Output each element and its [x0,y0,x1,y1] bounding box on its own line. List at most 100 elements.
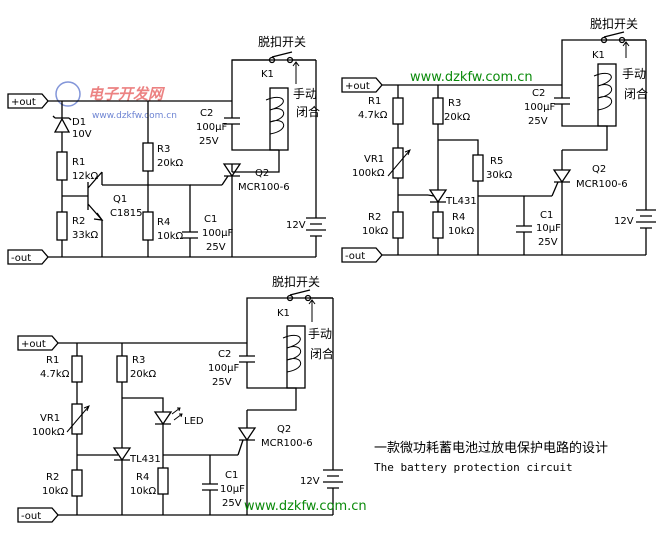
value-q2-c2: MCR100-6 [576,179,628,190]
voltage-c2-c3: 25V [212,377,232,388]
label-d1: D1 [72,117,86,128]
capacitor-c1-c3 [202,455,218,515]
capacitor-c2-c1 [224,101,240,140]
manual-label-2-c1: 闭合 [296,104,320,119]
label-c2-c3: C2 [218,349,231,360]
manual-label-2-c2: 闭合 [624,86,648,101]
regulator-tl431-c2 [428,124,448,212]
voltage-c2-c1: 25V [199,136,219,147]
terminal-plus-out-2 [341,77,383,93]
terminal-plus-out-1 [7,93,49,109]
capacitor-c2-c2 [554,85,570,122]
label-r2-c3: R2 [46,472,59,483]
value-r2-c2: 10kΩ [362,226,389,237]
watermark-logo-url: www.dzkfw.com.cn [92,111,177,121]
label-k1-c2: K1 [592,50,605,61]
label-r4-c2: R4 [452,212,465,223]
watermark-logo-text: 电子开发网 [88,85,166,103]
label-r3-c3: R3 [132,355,145,366]
watermark-logo: 电子开发网 www.dzkfw.com.cn [55,81,177,121]
label-battery-c2: 12V [614,216,634,227]
switch-title-c2: 脱扣开关 [590,16,638,31]
value-r2-c1: 33kΩ [72,230,99,241]
label-minus-out-3: -out [21,511,41,522]
voltage-c1-c2: 25V [538,237,558,248]
resistor-r3-c3 [116,355,128,383]
value-r1-c1: 12kΩ [72,171,99,182]
value-r3-c2: 20kΩ [444,112,471,123]
label-q1: Q1 [113,194,127,205]
resistor-r1-c2 [392,97,404,125]
label-vr1-c2: VR1 [364,154,384,165]
value-r3-c1: 20kΩ [157,158,184,169]
resistor-r4-c3 [157,467,169,495]
resistor-r1-c3 [71,355,83,383]
label-c1-c1: C1 [204,214,217,225]
scr-q2-c3 [237,410,257,515]
value-r4-c3: 10kΩ [130,486,157,497]
label-led-c3: LED [184,416,204,427]
label-minus-out-1: -out [11,253,31,264]
label-r5-c2: R5 [490,156,503,167]
resistor-r4-c1 [142,211,154,241]
value-c1-c2: 10μF [536,223,561,234]
value-r1-c2: 4.7kΩ [358,110,388,121]
label-battery-c1: 12V [286,220,306,231]
label-tl431-c2: TL431 [445,196,477,207]
label-q2-c1: Q2 [255,168,269,179]
potentiometer-vr1-c3 [71,403,83,435]
value-r1-c3: 4.7kΩ [40,369,70,380]
value-c2-c3: 100μF [208,363,239,374]
circuit-3: +out -out [17,274,367,523]
label-vr1-c3: VR1 [40,413,60,424]
label-r3-c1: R3 [157,144,170,155]
resistor-r3-c2 [432,97,444,125]
battery-c1 [306,60,326,257]
terminal-minus-out-2 [341,247,383,263]
value-q2-c3: MCR100-6 [261,438,313,449]
value-q1: C1815 [110,208,142,219]
manual-label-1-c3: 手动 [308,327,332,341]
label-r4-c1: R4 [157,217,170,228]
terminal-minus-out-3 [17,507,59,523]
potentiometer-vr1-c2 [392,147,404,179]
value-r2-c3: 10kΩ [42,486,69,497]
value-c1-c3: 10μF [220,484,245,495]
manual-label-1-c1: 手动 [293,87,317,101]
resistor-r2-c1 [56,211,68,241]
label-battery-c3: 12V [300,476,320,487]
transistor-q1 [62,171,103,257]
switch-title-c3: 脱扣开关 [272,274,320,289]
label-r1-c2: R1 [368,96,381,107]
label-r2-c1: R2 [72,216,85,227]
terminal-minus-out-1 [7,249,49,265]
value-q2-c1: MCR100-6 [238,182,290,193]
watermark-url-2: www.dzkfw.com.cn [244,499,367,514]
scr-q2-c2 [552,150,572,255]
label-r1-c3: R1 [46,355,59,366]
capacitor-c1-c2 [516,196,532,255]
voltage-c1-c1: 25V [206,242,226,253]
label-c2-c2: C2 [532,88,545,99]
caption-chinese: 一款微功耗蓄电池过放电保护电路的设计 [374,440,608,456]
manual-label-1-c2: 手动 [622,67,646,81]
battery-c3 [323,298,343,515]
value-r3-c3: 20kΩ [130,369,157,380]
label-k1-c1: K1 [261,69,274,80]
terminal-plus-out-3 [17,335,59,351]
voltage-c2-c2: 25V [528,116,548,127]
label-plus-out-1: +out [11,97,36,108]
resistor-r1-c1 [56,151,68,181]
label-q2-c3: Q2 [277,424,291,435]
resistor-r5-c2 [472,154,484,182]
label-c2-c1: C2 [200,108,213,119]
value-c1-c1: 100μF [202,228,233,239]
label-q2-c2: Q2 [592,164,606,175]
circuit-1: +out -out [7,34,326,265]
resistor-r2-c3 [71,469,83,497]
label-c1-c2: C1 [540,210,553,221]
value-c2-c1: 100μF [196,122,227,133]
label-c1-c3: C1 [225,470,238,481]
zener-d1 [53,101,71,152]
label-minus-out-2: -out [345,251,365,262]
